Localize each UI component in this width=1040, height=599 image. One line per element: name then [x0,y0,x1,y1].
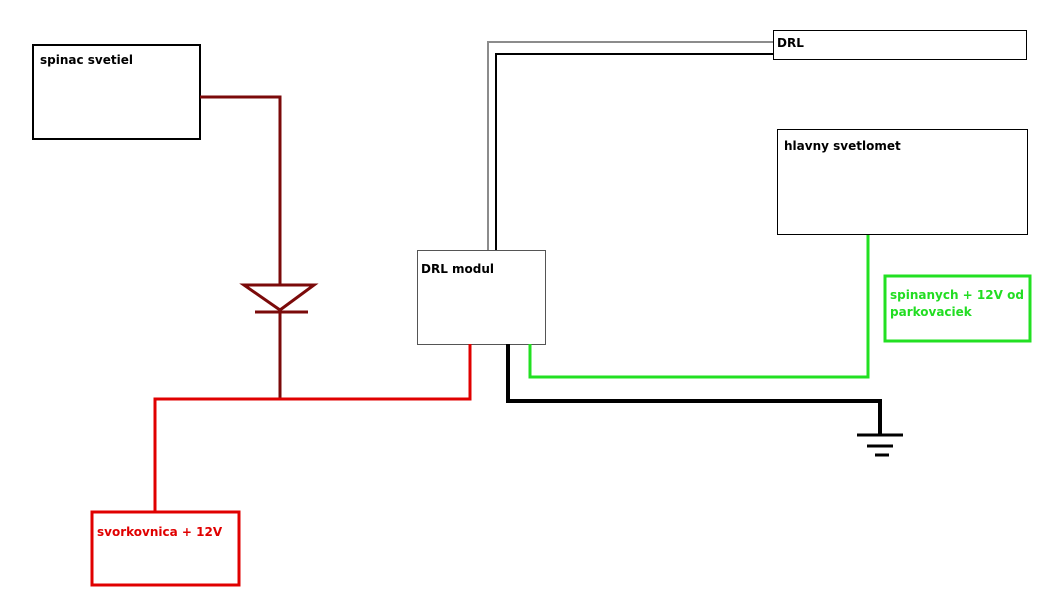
light-switch-box [32,44,201,140]
drl-wire-gray [487,41,773,250]
diode-icon [239,283,319,312]
light-switch-label: spinac svetiel [40,53,133,67]
ground-wire [506,344,882,435]
drl-module-label: DRL modul [421,262,495,276]
switch-wire [200,95,282,285]
drl-label: DRL [777,36,804,50]
terminal-box [90,510,241,587]
parking-wire [528,235,870,379]
drl-wire-black [495,53,773,250]
drl-module-box [417,250,546,345]
parking-source-box [883,274,1032,343]
parking-source-label: spinanych + 12V od parkovaciek [890,288,1024,319]
ground-icon [857,433,903,457]
power-wire [153,344,472,512]
headlight-label: hlavny svetlomet [784,139,901,153]
terminal-label: svorkovnica + 12V [97,525,223,539]
headlight-box [777,129,1028,235]
drl-box [773,30,1027,60]
